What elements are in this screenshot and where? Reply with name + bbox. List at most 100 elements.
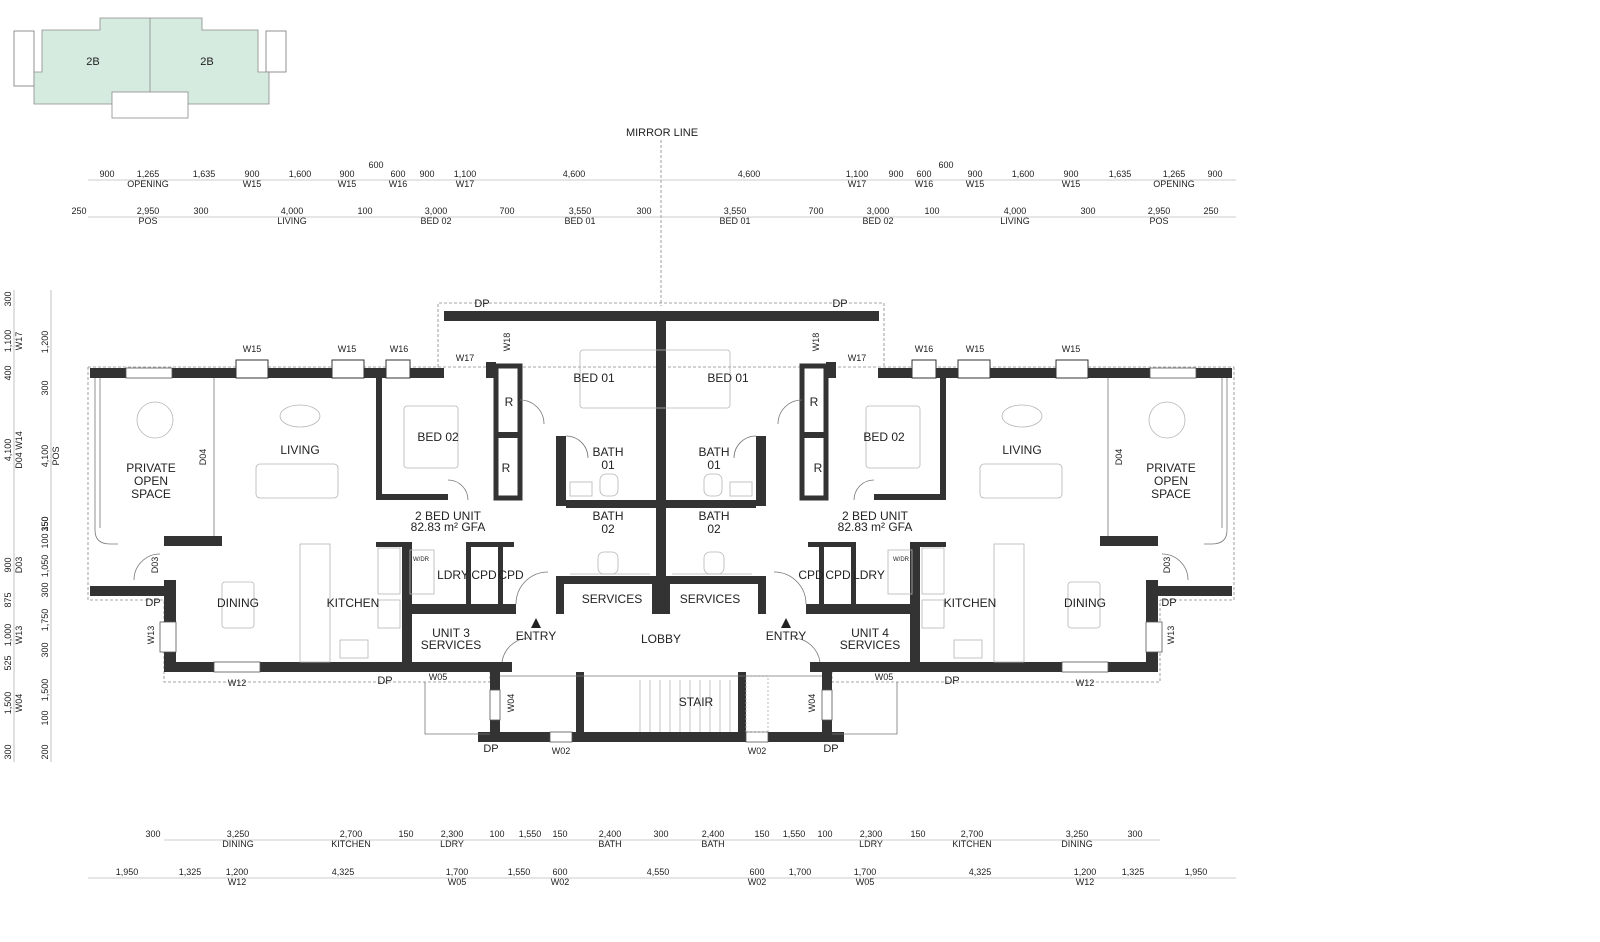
dim-bot1-value-14: 2,300 — [860, 829, 883, 839]
dim-bot2-value-14: 1,950 — [1185, 867, 1208, 877]
dim-left2-value-2: 4,100 — [40, 445, 50, 468]
dim-top1-value-13: 600 — [916, 169, 931, 179]
room-unit3-services-line1: UNIT 3 — [432, 626, 470, 640]
dim-top1-value-10: 4,600 — [738, 169, 761, 179]
room-bed01-right: BED 01 — [707, 371, 749, 385]
dim-top1-value-18: 1,265 — [1163, 169, 1186, 179]
dim-bot1-value-5: 100 — [489, 829, 504, 839]
dim-bot1-sub-1: DINING — [222, 839, 254, 849]
dim-top1-value-1: 1,265 — [137, 169, 160, 179]
dim-top1-extra-0: 600 — [368, 160, 383, 170]
key-plan-right-label: 2B — [200, 56, 213, 68]
dim-top1-sub-14: W15 — [966, 179, 985, 189]
unit-label-left-line1: 2 BED UNIT — [415, 509, 482, 523]
dim-bot1-value-11: 150 — [754, 829, 769, 839]
dim-bot1-value-1: 3,250 — [227, 829, 250, 839]
dim-top1-value-8: 1,100 — [454, 169, 477, 179]
dim-top2-sub-7: BED 01 — [564, 216, 595, 226]
dim-top2-value-15: 2,950 — [1148, 206, 1171, 216]
dim-top1-value-9: 4,600 — [563, 169, 586, 179]
dim-top2-value-8: 300 — [636, 206, 651, 216]
dim-bot1-value-13: 100 — [817, 829, 832, 839]
dim-bot1-sub-2: KITCHEN — [331, 839, 371, 849]
dim-top2-value-10: 700 — [808, 206, 823, 216]
dim-left2-sub-2: POS — [51, 446, 61, 465]
dim-top2-value-3: 4,000 — [281, 206, 304, 216]
room-kitchen-left: KITCHEN — [327, 596, 380, 610]
dim-bot2-value-10: 1,700 — [854, 867, 877, 877]
dim-top1-value-0: 900 — [99, 169, 114, 179]
room-services-left: SERVICES — [582, 592, 642, 606]
dim-left2-value-4: 350 — [40, 516, 50, 531]
room-cpd-left-1: CPD — [471, 568, 497, 582]
room-bed01-left: BED 01 — [573, 371, 615, 385]
dim-left1-value-4: 900 — [3, 557, 13, 572]
tag-w15-3: W15 — [966, 344, 985, 354]
dim-bot2-sub-8: W02 — [748, 877, 767, 887]
key-plan: 2B 2B — [13, 17, 287, 119]
dim-left2-value-5: 100 — [40, 533, 50, 548]
dim-top2-value-16: 250 — [1203, 206, 1218, 216]
dim-top1-value-19: 900 — [1207, 169, 1222, 179]
furniture — [136, 349, 1186, 733]
room-stair: STAIR — [679, 695, 714, 709]
tag-w05-1: W05 — [429, 672, 448, 682]
room-cpd-right-1: CPD — [825, 568, 851, 582]
room-pos-left-line3: SPACE — [131, 487, 171, 501]
tag-w12-2: W12 — [1076, 678, 1095, 688]
dim-top1-sub-3: W15 — [243, 179, 262, 189]
dim-bot2-sub-10: W05 — [856, 877, 875, 887]
dim-bot2-sub-2: W12 — [228, 877, 247, 887]
room-ldry-right: LDRY — [853, 568, 885, 582]
dim-left2-value-0: 1,200 — [40, 331, 50, 354]
downpipe-top-left: DP — [474, 298, 489, 310]
downpipe-left: DP — [145, 597, 160, 609]
dim-top2-sub-5: BED 02 — [420, 216, 451, 226]
dim-top2-value-4: 100 — [357, 206, 372, 216]
dim-top1-sub-11: W17 — [848, 179, 867, 189]
dim-bot1-value-17: 3,250 — [1066, 829, 1089, 839]
tag-w13-2: W13 — [1166, 626, 1176, 645]
dim-left2-value-1: 300 — [40, 380, 50, 395]
tag-w17-2: W17 — [848, 353, 867, 363]
room-pos-right-line2: OPEN — [1154, 474, 1188, 488]
windows-and-openings — [94, 359, 1228, 743]
dim-top2-value-14: 300 — [1080, 206, 1095, 216]
dim-top1-value-7: 900 — [419, 169, 434, 179]
dim-bot2-value-11: 4,325 — [969, 867, 992, 877]
room-bath02-left-line1: BATH — [592, 509, 623, 523]
room-bed02-right: BED 02 — [863, 430, 905, 444]
dim-bot2-value-5: 1,550 — [508, 867, 531, 877]
dim-left2-value-11: 100 — [40, 710, 50, 725]
dim-left1-sub-1: W17 — [14, 332, 24, 351]
dim-bot1-value-9: 300 — [653, 829, 668, 839]
room-unit4-services-line2: SERVICES — [840, 638, 900, 652]
room-labels: BED 01 BED 01 BED 02 BED 02 LIVING LIVIN… — [126, 298, 1196, 755]
tag-d04-2: D04 — [1114, 449, 1124, 466]
dim-top2-value-9: 3,550 — [724, 206, 747, 216]
downpipe-bottom-left: DP — [377, 675, 392, 687]
dim-top1-value-17: 1,635 — [1109, 169, 1132, 179]
dim-top1-sub-8: W17 — [456, 179, 475, 189]
label-wdr-right: W/DR — [893, 557, 910, 563]
dim-left1-sub-8: W04 — [14, 694, 24, 713]
dim-bot1-sub-17: DINING — [1061, 839, 1093, 849]
room-pos-right-line1: PRIVATE — [1146, 461, 1196, 475]
dim-left2-value-6: 1,050 — [40, 555, 50, 578]
tag-w05-2: W05 — [875, 672, 894, 682]
label-wdr-left: W/DR — [413, 557, 430, 563]
tag-w15-1: W15 — [243, 344, 262, 354]
dim-bot1-sub-14: LDRY — [859, 839, 883, 849]
dim-top1-sub-6: W16 — [389, 179, 408, 189]
room-pos-right-line3: SPACE — [1151, 487, 1191, 501]
dim-top1-value-16: 900 — [1063, 169, 1078, 179]
room-bath01-right-line1: BATH — [698, 445, 729, 459]
dim-left1-value-5: 875 — [3, 592, 13, 607]
room-bath02-right-line1: BATH — [698, 509, 729, 523]
dim-top1-value-6: 600 — [390, 169, 405, 179]
tag-w04-2: W04 — [807, 694, 817, 713]
dim-bot2-value-6: 600 — [552, 867, 567, 877]
room-cpd-left-2: CPD — [498, 568, 524, 582]
dim-bot2-sub-12: W12 — [1076, 877, 1095, 887]
